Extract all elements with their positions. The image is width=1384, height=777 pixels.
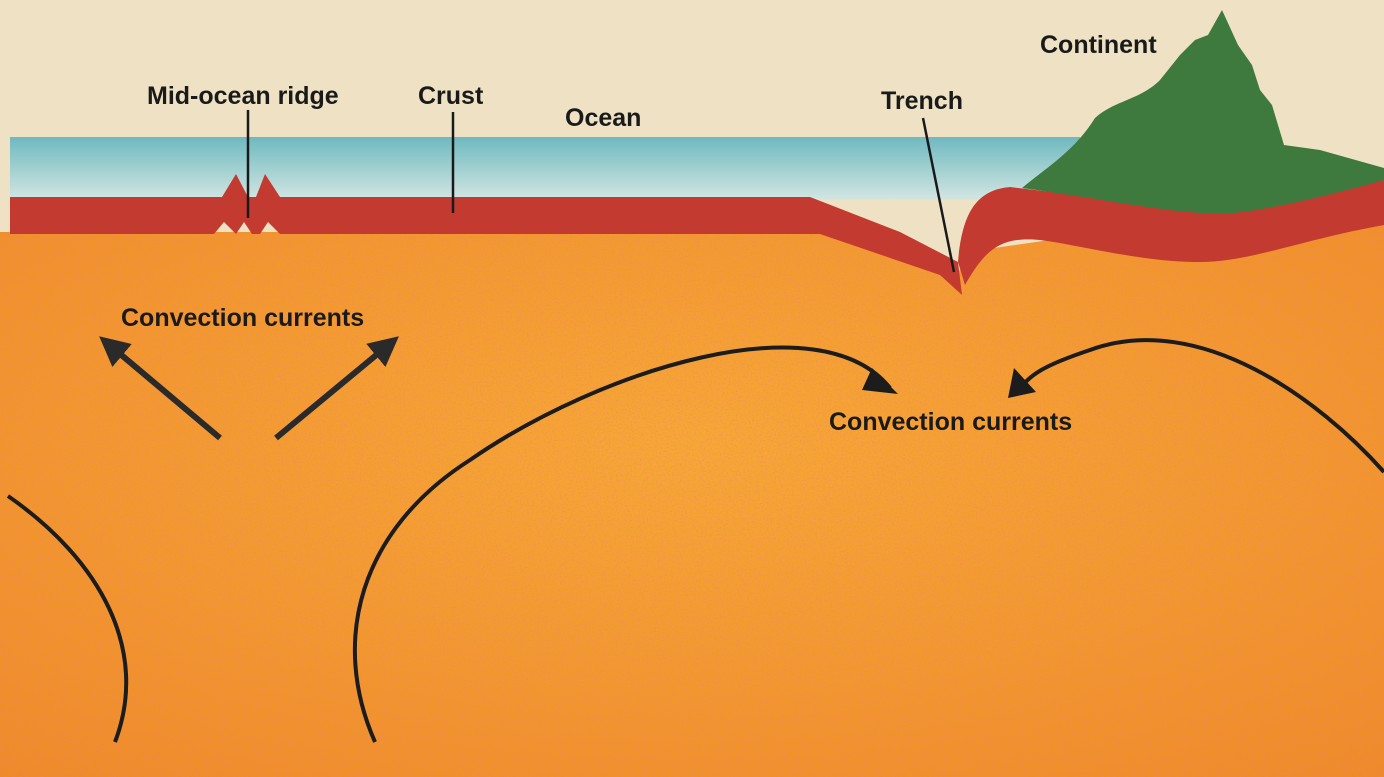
convection-currents-label-left: Convection currents (121, 306, 364, 331)
continent-label: Continent (1040, 33, 1157, 58)
trench-label: Trench (881, 89, 963, 114)
mid-ocean-ridge-label: Mid-ocean ridge (147, 84, 339, 109)
convection-currents-label-right: Convection currents (829, 410, 1072, 435)
ocean-label: Ocean (565, 106, 641, 131)
crust-label: Crust (418, 84, 483, 109)
ocean-water (10, 137, 1080, 200)
